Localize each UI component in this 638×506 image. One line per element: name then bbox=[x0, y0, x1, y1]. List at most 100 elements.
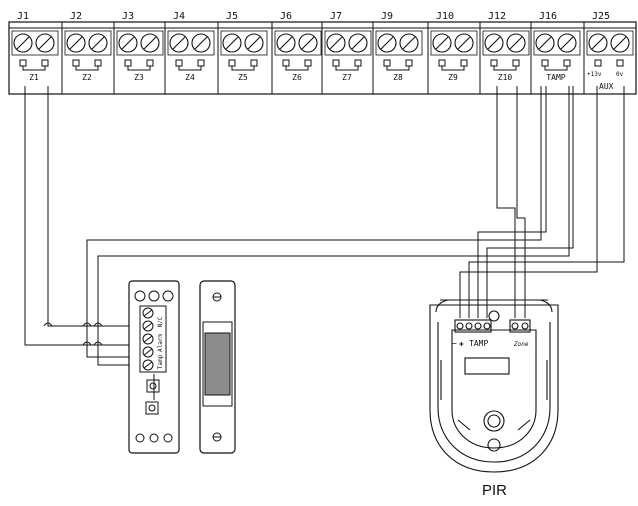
screw-terminal-icon bbox=[484, 33, 504, 53]
zone-bracket bbox=[493, 66, 517, 71]
screw-slot-icon bbox=[435, 36, 449, 50]
connector-name: J16 bbox=[539, 11, 557, 22]
screw-terminal-icon bbox=[535, 33, 555, 53]
pir-lens-inner-icon bbox=[487, 414, 501, 428]
wire-tamp-door-b bbox=[97, 86, 570, 366]
zone-label: Z8 bbox=[393, 73, 403, 82]
contact-pin-icon bbox=[72, 59, 80, 67]
zone-bracket bbox=[386, 66, 410, 71]
terminal-block: J1Z1J2Z2J3Z3J4Z4J5Z5J6Z6J7Z7J9Z8J10Z9J12… bbox=[8, 11, 637, 95]
screw-slot-icon bbox=[143, 36, 157, 50]
contact-pin-icon bbox=[282, 59, 290, 67]
pir-zone-terminal bbox=[509, 319, 531, 333]
screw-slot-icon bbox=[143, 309, 153, 317]
screw-hole-icon bbox=[135, 433, 145, 443]
pir-mount-tab bbox=[517, 419, 531, 431]
contact-pin-icon bbox=[594, 59, 602, 67]
wire-tamp-pir-b bbox=[486, 86, 574, 318]
contact-pin-icon bbox=[175, 59, 183, 67]
screw-terminal-icon bbox=[191, 33, 211, 53]
zone-label: Z6 bbox=[292, 73, 302, 82]
screw-hole-icon bbox=[163, 433, 173, 443]
pir-terminal-screw-icon bbox=[511, 322, 519, 330]
screw-hole-icon bbox=[149, 433, 159, 443]
magnet bbox=[199, 280, 236, 454]
zone-label: Z10 bbox=[498, 73, 513, 82]
connector-name: J5 bbox=[226, 11, 238, 22]
screw-slot-icon bbox=[487, 36, 501, 50]
connector-name: J6 bbox=[280, 11, 292, 22]
screw-slot-icon bbox=[143, 335, 153, 343]
screw-slot-icon bbox=[16, 36, 30, 50]
contact-pin-icon bbox=[383, 59, 391, 67]
pir-mount-hole-icon bbox=[487, 438, 501, 452]
wire-tamp-door-a bbox=[86, 86, 542, 358]
door-contact-screw-icon bbox=[142, 346, 154, 358]
zone-label: Z5 bbox=[238, 73, 248, 82]
zone-label: Z7 bbox=[342, 73, 352, 82]
screw-terminal-icon bbox=[454, 33, 474, 53]
screw-slot-icon bbox=[279, 36, 293, 50]
connector-name: J1 bbox=[17, 11, 29, 22]
wire-crossing bbox=[43, 322, 53, 327]
aux-label: AUX bbox=[599, 82, 614, 91]
zone-label: TAMP bbox=[546, 73, 565, 82]
terminal-label-alarm: Alarm bbox=[157, 334, 164, 352]
contact-pin-icon bbox=[94, 59, 102, 67]
screw-terminal-icon bbox=[140, 33, 160, 53]
connector-name: J4 bbox=[173, 11, 185, 22]
contact-pin-icon bbox=[541, 59, 549, 67]
screw-terminal-housing bbox=[167, 30, 215, 56]
pir-sensor-window bbox=[464, 357, 510, 375]
pir-detector bbox=[429, 299, 559, 473]
screw-slot-icon bbox=[538, 36, 552, 50]
wire-crossing bbox=[82, 322, 92, 327]
zone-bracket bbox=[285, 66, 309, 71]
zone-bracket bbox=[22, 66, 46, 71]
screw-terminal-icon bbox=[35, 33, 55, 53]
zone-bracket bbox=[231, 66, 255, 71]
wire-crossing bbox=[93, 322, 103, 327]
connector-name: J3 bbox=[122, 11, 134, 22]
door-contact-terminal-strip bbox=[139, 305, 167, 373]
wire-crossing bbox=[93, 341, 103, 346]
pir-screw-hole-icon bbox=[488, 310, 500, 322]
zone-label: Z3 bbox=[134, 73, 144, 82]
pir-corner bbox=[435, 299, 451, 313]
connector-j25: J25 bbox=[583, 11, 634, 94]
wire-aux-plus bbox=[459, 86, 598, 318]
door-contact-screw-icon bbox=[142, 307, 154, 319]
zone-label: Z4 bbox=[185, 73, 195, 82]
contact-pin-icon bbox=[228, 59, 236, 67]
screw-slot-icon bbox=[69, 36, 83, 50]
screw-slot-icon bbox=[143, 361, 153, 369]
contact-pin-icon bbox=[19, 59, 27, 67]
magnet-frame bbox=[202, 321, 233, 407]
screw-slot-icon bbox=[509, 36, 523, 50]
screw-slot-icon bbox=[560, 36, 574, 50]
contact-pin-icon bbox=[124, 59, 132, 67]
zone-bracket bbox=[178, 66, 202, 71]
screw-terminal-housing bbox=[274, 30, 322, 56]
screw-hole-icon bbox=[162, 290, 174, 302]
screw-terminal-housing bbox=[64, 30, 112, 56]
screw-terminal-housing bbox=[586, 30, 634, 56]
wire-z10-a bbox=[496, 86, 516, 318]
screw-terminal-icon bbox=[399, 33, 419, 53]
screw-slot-icon bbox=[225, 36, 239, 50]
screw-terminal-icon bbox=[377, 33, 397, 53]
screw-terminal-housing bbox=[430, 30, 478, 56]
screw-terminal-housing bbox=[533, 30, 581, 56]
contact-pin-icon bbox=[512, 59, 520, 67]
connector-name: J7 bbox=[330, 11, 342, 22]
jumper-icon bbox=[145, 401, 159, 415]
screw-terminal-icon bbox=[13, 33, 33, 53]
contact-pin-icon bbox=[146, 59, 154, 67]
wire-aux-minus bbox=[468, 86, 625, 318]
